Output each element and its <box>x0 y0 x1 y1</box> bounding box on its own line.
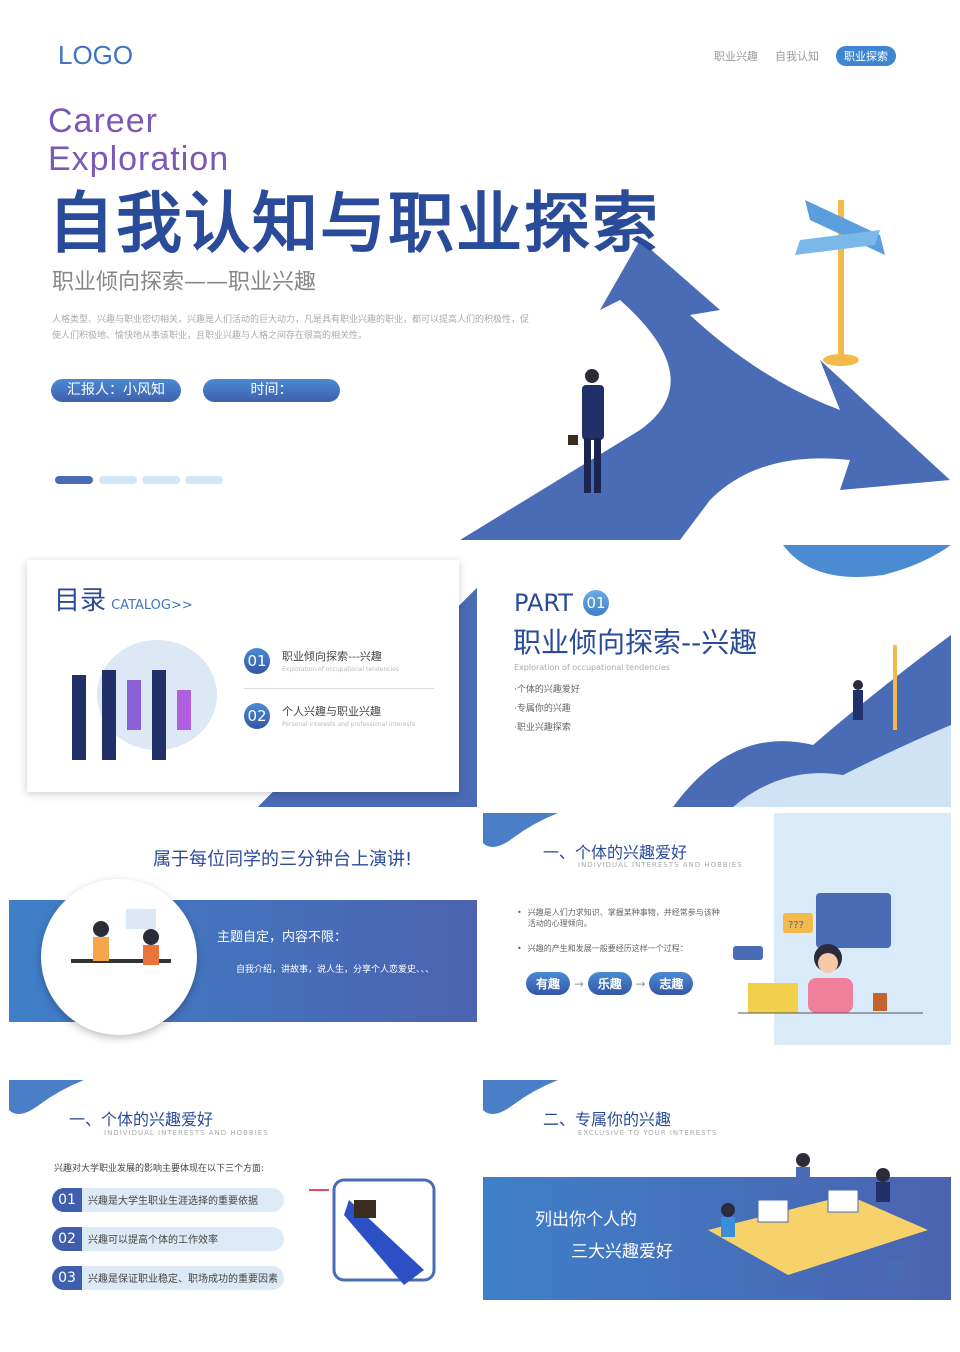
speech-examples: 自我介绍，讲故事，说人生，分享个人恋爱史、、、 <box>236 965 435 975</box>
exclusive-slide: 二、专属你的兴趣 EXCLUSIVE TO YOUR INTERESTS 列出你… <box>483 1080 951 1305</box>
catalog-item-2-num: 02 <box>244 703 270 729</box>
corner-wave <box>483 813 558 847</box>
impact-title-text: 一、个体的兴趣爱好 <box>69 1110 214 1129</box>
page-dot[interactable] <box>142 476 180 484</box>
step-aspiration: 志趣 <box>649 972 694 995</box>
logo: LOGO <box>58 40 134 70</box>
meeting-illustration <box>41 879 197 1035</box>
catalog-item-2-label: 个人兴趣与职业兴趣 <box>282 705 381 718</box>
part-list-item: ·专属你的兴趣 <box>514 704 571 714</box>
sign-arrow-left <box>795 230 880 255</box>
nav-self-awareness[interactable]: 自我认知 <box>775 50 819 63</box>
crossroad-illustration <box>460 200 950 540</box>
part-list-item: ·职业兴趣探索 <box>514 723 571 733</box>
divider <box>244 688 434 689</box>
catalog-item-1-en: Exploration of occupational tendencies <box>282 666 399 673</box>
impact-item-text: 兴趣是大学生职业生涯选择的重要依据 <box>88 1196 258 1207</box>
catalog-heading: 目录 CATALOG>> <box>54 580 193 617</box>
impact-item-num: 01 <box>52 1188 82 1212</box>
signpost-base <box>823 354 859 366</box>
cover-title-en-line1: Career <box>48 102 158 140</box>
exclusive-line1: 列出你个人的 <box>535 1210 637 1230</box>
exclusive-title-en: EXCLUSIVE TO YOUR INTERESTS <box>578 1129 718 1137</box>
impact-slide: 一、个体的兴趣爱好 INDIVIDUAL INTERESTS AND HOBBI… <box>9 1080 477 1305</box>
time-pill: 时间： <box>203 379 340 402</box>
impact-item: 02 兴趣可以提高个体的工作效率 <box>52 1227 284 1251</box>
catalog-slide: 目录 CATALOG>> 01 职业倾向探索---兴趣 Exploration … <box>9 545 477 807</box>
bullet-item: •兴趣的产生和发展一般要经历这样一个过程： <box>517 944 688 953</box>
hobby-title: 一、个体的兴趣爱好 <box>543 839 687 863</box>
wave-background <box>673 545 951 807</box>
impact-item: 01 兴趣是大学生职业生涯选择的重要依据 <box>52 1188 284 1212</box>
part-label: PART <box>514 589 573 617</box>
nav-career-interest[interactable]: 职业兴趣 <box>714 50 758 63</box>
running-man-illustration <box>309 1178 436 1285</box>
reporter-pill: 汇报人：小风知 <box>51 379 181 402</box>
nav-career-exploration[interactable]: 职业探索 <box>836 46 896 66</box>
impact-title: 一、个体的兴趣爱好 <box>69 1106 213 1130</box>
thinking-girl-illustration: ??? <box>733 893 923 1014</box>
impact-title-en: INDIVIDUAL INTERESTS AND HOBBIES <box>104 1129 269 1137</box>
catalog-item-1-label: 职业倾向探索---兴趣 <box>282 650 382 663</box>
catalog-card: 目录 CATALOG>> 01 职业倾向探索---兴趣 Exploration … <box>27 560 459 792</box>
part-number: 01 <box>583 590 609 616</box>
hobby-title-text: 一、个体的兴趣爱好 <box>543 843 688 862</box>
office-team-illustration <box>708 1153 928 1280</box>
speech-slide: 属于每位同学的三分钟台上演讲! 主题自定，内容不限： 自我介绍，讲故事，说人生，… <box>9 813 477 1045</box>
exclusive-line2: 三大兴趣爱好 <box>571 1242 673 1262</box>
cover-title: 自我认知与职业探索 <box>48 185 660 262</box>
thought-bubble-text: ??? <box>788 920 804 931</box>
impact-item-text: 兴趣可以提高个体的工作效率 <box>88 1235 218 1246</box>
speech-theme: 主题自定，内容不限： <box>217 930 348 945</box>
process-steps: 有趣 → 乐趣 → 志趣 <box>526 972 694 995</box>
step-fun: 有趣 <box>526 972 571 995</box>
cover-subtitle: 职业倾向探索——职业兴趣 <box>52 270 317 295</box>
businessman-figure <box>568 369 604 493</box>
page-dot[interactable] <box>99 476 137 484</box>
corner-wave <box>483 1080 558 1114</box>
cover-description: 人格类型、兴趣与职业密切相关，兴趣是人们活动的巨大动力，凡是具有职业兴趣的职业，… <box>52 315 530 341</box>
part-slide: PART 01 职业倾向探索--兴趣 Exploration of occupa… <box>483 545 951 807</box>
page-dot-active[interactable] <box>55 476 93 484</box>
hobby-slide: ??? 一、个体的兴趣爱好 INDIVIDUAL INTERESTS AND H… <box>483 813 951 1045</box>
corner-wave <box>9 1080 84 1114</box>
exclusive-title: 二、专属你的兴趣 <box>543 1106 671 1130</box>
part-number-value: 01 <box>583 590 609 616</box>
cover-title-en-line2: Exploration <box>48 140 230 178</box>
part-title-en: Exploration of occupational tendencies <box>514 663 670 672</box>
catalog-title: 目录 <box>54 586 107 616</box>
impact-item-text: 兴趣是保证职业稳定、职场成功的重要因素 <box>88 1274 278 1285</box>
hobby-bullets: •兴趣是人们力求知识、掌握某种事物，并经常参与该种活动的心理倾向。 •兴趣的产生… <box>517 907 722 954</box>
team-illustration <box>72 640 217 760</box>
impact-item-num: 03 <box>52 1266 82 1290</box>
exclusive-title-text: 二、专属你的兴趣 <box>543 1110 672 1129</box>
signpost-pole <box>838 200 844 360</box>
bullet-text: 兴趣是人们力求知识、掌握某种事物，并经常参与该种活动的心理倾向。 <box>527 908 720 928</box>
part-list-item: ·个体的兴趣爱好 <box>514 685 580 695</box>
bullet-text: 兴趣的产生和发展一般要经历这样一个过程： <box>527 944 688 953</box>
part-list: ·个体的兴趣爱好 ·专属你的兴趣 ·职业兴趣探索 <box>514 681 580 738</box>
impact-intro: 兴趣对大学职业发展的影响主要体现在以下三个方面: <box>54 1164 265 1174</box>
page-dot[interactable] <box>185 476 223 484</box>
speech-title: 属于每位同学的三分钟台上演讲! <box>153 849 413 870</box>
impact-item-num: 02 <box>52 1227 82 1251</box>
catalog-item-2[interactable]: 02 <box>244 703 270 729</box>
impact-item: 03 兴趣是保证职业稳定、职场成功的重要因素 <box>52 1266 284 1290</box>
catalog-item-1[interactable]: 01 <box>244 648 270 674</box>
catalog-item-2-en: Personal interests and professional inte… <box>282 721 416 728</box>
part-title: 职业倾向探索--兴趣 <box>513 626 758 659</box>
catalog-item-1-num: 01 <box>244 648 270 674</box>
arrow-road-shape <box>460 240 950 540</box>
catalog-title-en: CATALOG>> <box>111 598 193 613</box>
bullet-item: •兴趣是人们力求知识、掌握某种事物，并经常参与该种活动的心理倾向。 <box>517 907 722 929</box>
hobby-title-en: INDIVIDUAL INTERESTS AND HOBBIES <box>578 861 743 869</box>
step-joy: 乐趣 <box>587 972 632 995</box>
